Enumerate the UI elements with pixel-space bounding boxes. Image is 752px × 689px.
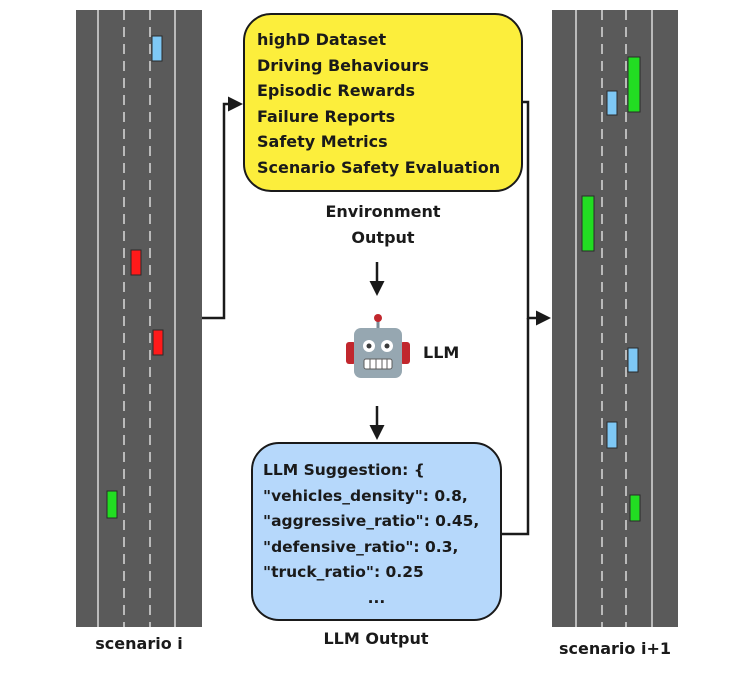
left-road-caption: scenario i	[95, 634, 183, 653]
environment-caption-line2: Output	[351, 228, 415, 247]
environment-line: Failure Reports	[257, 106, 396, 126]
environment-line: highD Dataset	[257, 30, 387, 49]
environment-caption-line1: Environment	[325, 202, 441, 221]
vehicle-red	[130, 249, 142, 276]
right-road	[552, 10, 678, 627]
vehicle-green	[629, 494, 641, 522]
vehicle-green	[581, 195, 595, 252]
vehicle-blue	[151, 35, 163, 62]
llm-output-line: "aggressive_ratio": 0.45,	[263, 512, 480, 530]
arrow-scenario-to-environment	[202, 96, 243, 320]
vehicle-green	[627, 56, 641, 113]
llm-output-line: "defensive_ratio": 0.3,	[263, 537, 459, 556]
vehicle-green	[106, 490, 118, 519]
vehicle-blue	[606, 421, 618, 449]
left-road-lanes	[97, 10, 176, 627]
arrow-llm-output-to-next-scenario	[502, 318, 530, 536]
environment-line: Episodic Rewards	[257, 81, 415, 100]
llm-output-line: "vehicles_density": 0.8,	[263, 486, 468, 505]
environment-output-box: highD Dataset Driving Behaviours Episodi…	[243, 13, 523, 192]
right-road-caption: scenario i+1	[558, 639, 671, 658]
right-road-lanes	[575, 10, 653, 627]
left-road	[76, 10, 202, 627]
llm-output-box: LLM Suggestion: { "vehicles_density": 0.…	[251, 442, 502, 621]
environment-line: Scenario Safety Evaluation	[257, 157, 501, 177]
llm-output-line: "truck_ratio": 0.25	[263, 563, 424, 581]
vehicle-blue	[627, 347, 639, 373]
llm-output-line: LLM Suggestion: {	[263, 461, 425, 479]
llm-output-caption: LLM Output	[323, 629, 429, 648]
environment-output-caption: Environment Output	[283, 199, 483, 251]
llm-output-ellipsis: ...	[367, 588, 386, 607]
environment-line: Safety Metrics	[257, 132, 388, 151]
environment-line: Driving Behaviours	[257, 55, 429, 75]
vehicle-red	[152, 329, 164, 356]
vehicle-blue	[606, 90, 618, 116]
llm-label: LLM	[423, 343, 460, 362]
robot-icon	[343, 312, 413, 386]
arrow-environment-to-next-scenario	[523, 100, 551, 326]
